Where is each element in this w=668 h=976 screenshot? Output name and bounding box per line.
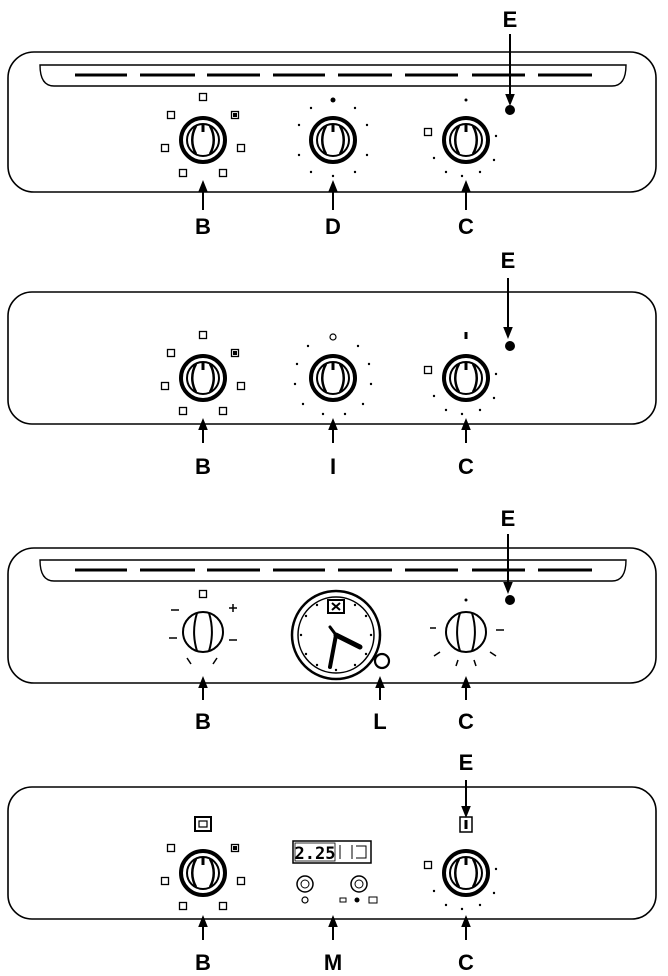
mode-selector-knob[interactable]: [169, 589, 237, 665]
program-symbol-icon: [354, 897, 360, 903]
timer-knob[interactable]: [297, 97, 369, 178]
panel-3: B L C E: [7, 506, 657, 734]
program-symbol-icon: [339, 897, 347, 903]
callout-label: L: [373, 709, 386, 734]
thermostat-scale-dots: [432, 372, 498, 416]
mode-tick-marks: [169, 604, 237, 665]
callout-label: C: [458, 454, 474, 479]
callout-label: D: [325, 214, 341, 239]
thermostat-scale-dots: [432, 867, 498, 911]
thermostat-knob[interactable]: [423, 98, 498, 178]
callout-label: E: [503, 7, 518, 32]
timer-scale-dots: [297, 97, 369, 178]
callout-label: I: [330, 454, 336, 479]
thermostat-scale-marks: [430, 627, 504, 667]
callout-label: E: [501, 248, 516, 273]
analog-clock-timer[interactable]: [290, 589, 382, 681]
callout-label: B: [195, 214, 211, 239]
panel-2: B I C E: [7, 248, 657, 479]
callout-label: C: [458, 950, 474, 975]
programmer-button-right[interactable]: [350, 875, 368, 893]
thermostat-knob[interactable]: [423, 849, 498, 911]
panel-3-vent: [39, 559, 627, 582]
digital-programmer: 2.25: [292, 840, 378, 904]
callout-label: C: [458, 709, 474, 734]
clock-hour-dots: [299, 603, 373, 672]
program-symbol-icon: [368, 896, 378, 904]
indicator-light: [505, 105, 515, 115]
thermostat-scale-dots: [432, 98, 498, 178]
clock-adjust-button[interactable]: [373, 652, 391, 670]
callout-label: B: [195, 454, 211, 479]
callout-label: E: [459, 750, 474, 775]
clock-symbol-icon: [301, 896, 309, 904]
programmer-button-left[interactable]: [296, 875, 314, 893]
panel-4: 2.25: [7, 750, 657, 975]
callout-label: B: [195, 950, 211, 975]
callout-label: B: [195, 709, 211, 734]
callout-label: C: [458, 214, 474, 239]
clock-minute-hand: [328, 633, 338, 669]
indicator-light: [505, 341, 515, 351]
indicator-light: [505, 595, 515, 605]
temperature-scale-dots: [293, 344, 373, 416]
thermostat-knob[interactable]: [430, 598, 504, 667]
callout-label: E: [501, 506, 516, 531]
mode-selector-knob[interactable]: [160, 816, 246, 911]
lcd-time: 2.25: [295, 844, 336, 864]
thermostat-knob[interactable]: [423, 332, 498, 416]
clock-hour-hand: [333, 632, 363, 650]
panel-1: B D C E: [7, 7, 657, 239]
temperature-knob[interactable]: [293, 333, 373, 416]
panel-1-vent: [39, 64, 627, 87]
callout-label: M: [324, 950, 342, 975]
